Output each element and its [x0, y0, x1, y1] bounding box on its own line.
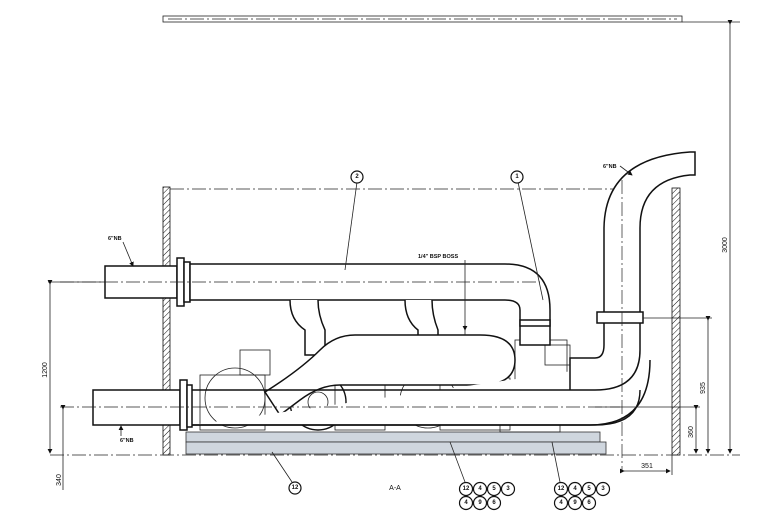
balloon-text: 5 [492, 486, 496, 492]
pipe-size-label: 6"NB [120, 438, 134, 444]
pipe-label-riser: 6"NB [603, 164, 633, 176]
balloon-text: 9 [573, 500, 577, 506]
skid-base [185, 431, 607, 455]
dim-360-label: 360 [688, 426, 695, 438]
balloon-text: 4 [464, 500, 468, 506]
dimension-1200: 1200 [42, 280, 105, 454]
dim-1200-label: 1200 [42, 362, 49, 378]
balloon-text: 5 [587, 486, 591, 492]
balloon-text: 6 [587, 500, 591, 506]
balloon-text: 2 [355, 174, 359, 180]
balloon-12: 12 [271, 451, 302, 495]
balloon-2: 2 [344, 170, 364, 271]
right-wall [671, 187, 681, 456]
dimension-3000: 3000 [682, 20, 740, 454]
balloon-text: 9 [478, 500, 482, 506]
pipe-label-upper: 6"NB [108, 236, 134, 267]
balloon-text: 3 [601, 486, 605, 492]
section-title: A-A [389, 485, 401, 492]
balloon-group-b: 12 4 5 3 4 9 6 [551, 441, 611, 511]
dim-935-label: 935 [700, 382, 707, 394]
pipe-size-label: 6"NB [108, 236, 122, 242]
balloon-text: 3 [506, 486, 510, 492]
boss-note: 1/4" BSP BOSS [418, 254, 468, 331]
pipe-label-lower: 6"NB [118, 425, 134, 444]
boss-label: 1/4" BSP BOSS [418, 254, 458, 260]
balloon-group-a: 12 4 5 3 4 9 6 [449, 441, 516, 511]
balloon-text: 4 [573, 486, 577, 492]
balloon-text: 6 [492, 500, 496, 506]
dimension-360: 360 [595, 405, 700, 454]
balloon-text: 12 [558, 486, 565, 492]
balloon-text: 1 [515, 174, 519, 180]
dim-340-label: 340 [56, 474, 63, 486]
dim-3000-label: 3000 [722, 237, 729, 253]
balloon-1: 1 [510, 170, 544, 301]
suction-drops [289, 299, 439, 356]
dim-351-label: 351 [641, 463, 653, 470]
roof-slab [162, 15, 683, 23]
balloon-text: 12 [292, 485, 299, 491]
upper-header-pipe [60, 257, 551, 346]
lower-pipe-and-riser [60, 151, 696, 470]
dimension-935: 935 [643, 316, 712, 454]
dimension-351: 351 [620, 455, 673, 475]
dimension-340: 340 [56, 405, 66, 490]
balloon-text: 4 [478, 486, 482, 492]
balloon-text: 12 [463, 486, 470, 492]
balloon-text: 4 [559, 500, 563, 506]
pipe-size-label: 6"NB [603, 164, 617, 170]
